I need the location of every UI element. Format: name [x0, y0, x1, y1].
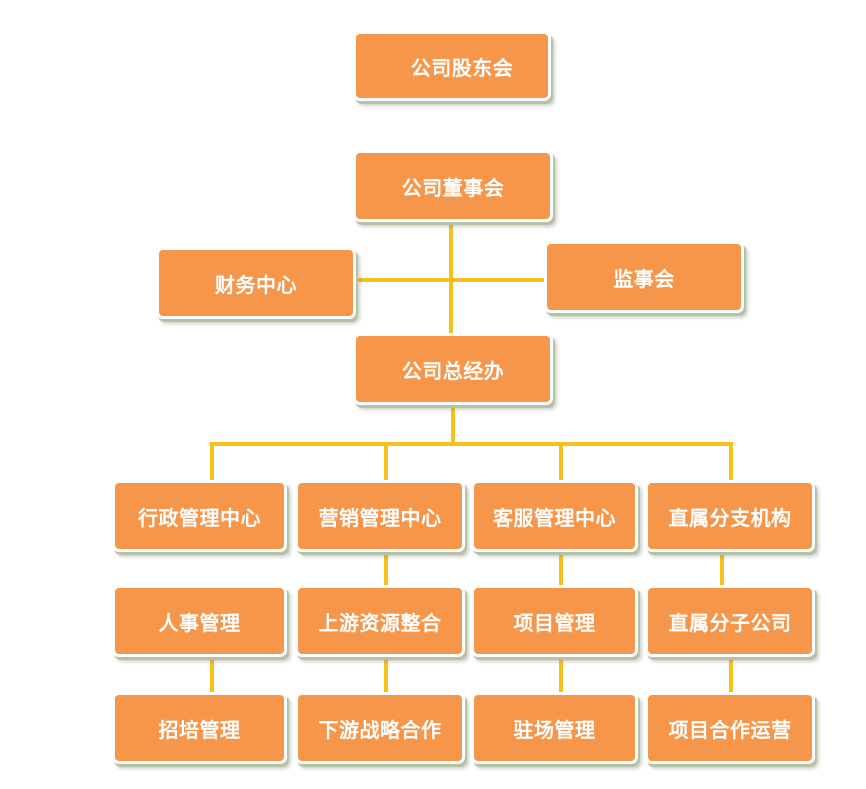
node-dept-service: 客服管理中心 [471, 480, 638, 552]
node-project-ops: 项目合作运营 [645, 692, 815, 764]
connector-dept-4 [729, 444, 733, 480]
connector-departments-bus [210, 442, 733, 446]
node-subsidiaries: 直属分子公司 [645, 585, 815, 657]
node-finance: 财务中心 [156, 247, 356, 319]
node-general-office: 公司总经办 [353, 333, 553, 405]
node-downstream: 下游战略合作 [295, 692, 465, 764]
connector-dept-1 [210, 444, 214, 480]
node-projects: 项目管理 [471, 585, 638, 657]
connector-finance-supervisors [355, 278, 548, 282]
node-board: 公司董事会 [353, 150, 553, 222]
node-shareholders: 公司股东会 [353, 31, 551, 101]
node-dept-admin: 行政管理中心 [112, 480, 287, 552]
connector-marketing-grandchild [384, 656, 388, 692]
node-dept-marketing: 营销管理中心 [295, 480, 465, 552]
connector-branch-grandchild [729, 656, 733, 692]
connector-marketing-child [384, 552, 388, 586]
connector-dept-3 [559, 444, 563, 480]
connector-dept-2 [384, 444, 388, 480]
connector-service-grandchild [559, 656, 563, 692]
connector-branch-child [720, 552, 724, 586]
connector-service-child [559, 552, 563, 586]
node-onsite: 驻场管理 [471, 692, 638, 764]
node-dept-branches: 直属分支机构 [645, 480, 815, 552]
connector-office-down [451, 402, 455, 444]
node-supervisors: 监事会 [544, 241, 744, 313]
connector-admin-grandchild [210, 656, 214, 692]
node-upstream: 上游资源整合 [295, 585, 465, 657]
node-hr: 人事管理 [112, 585, 287, 657]
node-recruiting: 招培管理 [112, 692, 287, 764]
